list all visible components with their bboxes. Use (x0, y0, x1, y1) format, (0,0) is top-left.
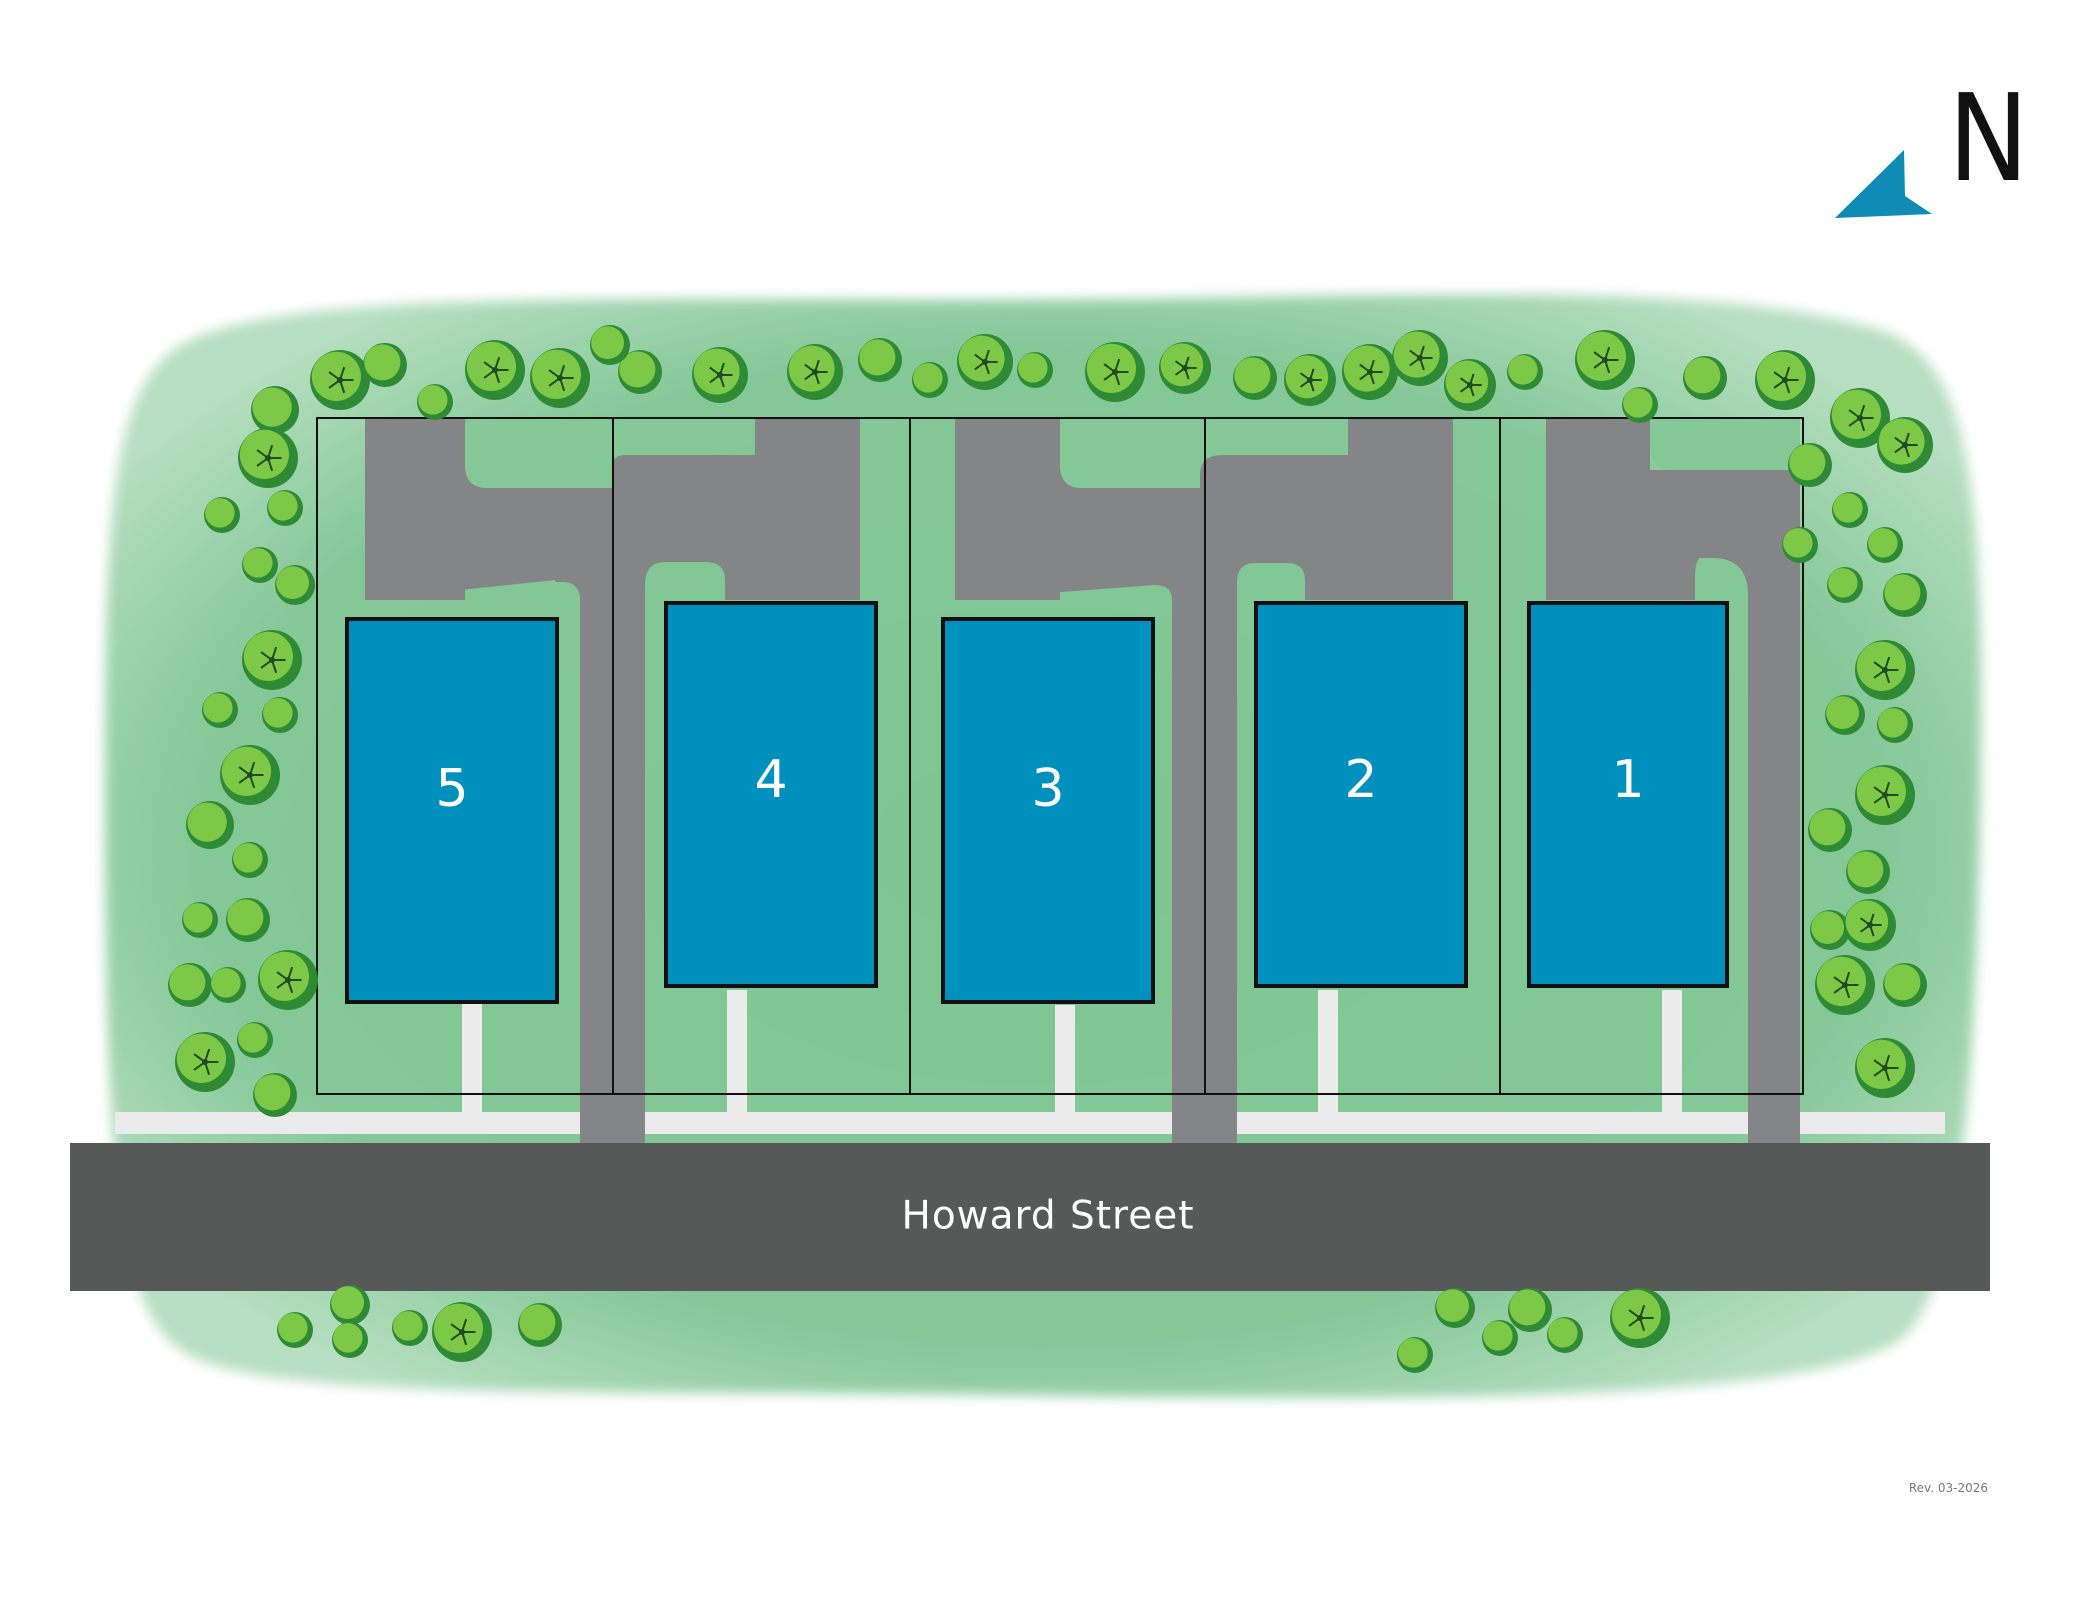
tree-icon (1830, 388, 1890, 448)
buildings (345, 601, 1729, 1004)
tree-icon (204, 497, 240, 533)
tree-icon (912, 362, 948, 398)
tree-icon (210, 967, 246, 1003)
tree-icon (1782, 527, 1818, 563)
tree-icon (1755, 350, 1815, 410)
tree-icon (1810, 910, 1850, 950)
tree-icon (182, 902, 218, 938)
tree-icon (530, 348, 590, 408)
tree-icon (220, 745, 280, 805)
tree-icon (1832, 492, 1868, 528)
tree-icon (1855, 1038, 1915, 1098)
tree-icon (392, 1310, 428, 1346)
tree-icon (1855, 640, 1915, 700)
tree-icon (332, 1322, 368, 1358)
tree-icon (1507, 354, 1543, 390)
tree-icon (465, 340, 525, 400)
tree-icon (518, 1303, 562, 1347)
drive-islands (465, 418, 1800, 488)
revision-note: Rev. 03-2026 (1909, 1481, 1988, 1495)
tree-icon (1397, 1337, 1433, 1373)
tree-icon (1482, 1320, 1518, 1356)
tree-icon (1815, 955, 1875, 1015)
tree-icon (242, 547, 278, 583)
tree-icon (618, 350, 662, 394)
tree-icon (1808, 808, 1852, 852)
tree-icon (232, 842, 268, 878)
tree-icon (251, 386, 299, 434)
tree-icon (1392, 330, 1448, 386)
lot-4-building[interactable] (664, 601, 878, 988)
tree-icon (1877, 707, 1913, 743)
tree-icon (1342, 344, 1398, 400)
tree-icon (590, 325, 630, 365)
tree-icon (692, 347, 748, 403)
tree-icon (310, 350, 370, 410)
tree-icon (1159, 342, 1211, 394)
tree-icon (330, 1285, 370, 1325)
tree-icon (237, 1022, 273, 1058)
tree-icon (1867, 527, 1903, 563)
street-label: Howard Street (902, 1194, 1195, 1239)
tree-icon (238, 428, 298, 488)
north-arrow: N (1835, 70, 2029, 218)
tree-icon (277, 1312, 313, 1348)
tree-icon (262, 697, 298, 733)
lot-4-label: 4 (754, 750, 787, 810)
tree-icon (175, 1032, 235, 1092)
tree-icon (1883, 573, 1927, 617)
tree-icon (1622, 387, 1658, 423)
tree-icon (267, 490, 303, 526)
north-label: N (1948, 70, 2029, 209)
tree-icon (787, 344, 843, 400)
lot-5-building[interactable] (345, 617, 559, 1004)
tree-icon (1788, 443, 1832, 487)
tree-icon (1435, 1288, 1475, 1328)
tree-icon (1017, 352, 1053, 388)
tree-icon (1444, 359, 1496, 411)
tree-icon (1877, 417, 1933, 473)
sidewalk (115, 1112, 1945, 1134)
lot-2-label: 2 (1344, 750, 1377, 810)
lot-2-building[interactable] (1254, 601, 1468, 988)
street (70, 1143, 1990, 1291)
tree-icon (1547, 1317, 1583, 1353)
tree-icon (1846, 850, 1890, 894)
tree-icon (1883, 963, 1927, 1007)
tree-icon (1610, 1288, 1670, 1348)
tree-icon (957, 334, 1013, 390)
tree-icon (1284, 354, 1336, 406)
tree-icon (226, 898, 270, 942)
tree-icon (1827, 567, 1863, 603)
lot-1-label: 1 (1611, 750, 1644, 810)
lot-3-building[interactable] (941, 617, 1155, 1004)
tree-icon (417, 384, 453, 420)
lot-3-label: 3 (1031, 759, 1064, 819)
lot-boundaries (316, 417, 1804, 1095)
tree-icon (1508, 1288, 1552, 1332)
tree-icon (253, 1073, 297, 1117)
tree-icon (1683, 356, 1727, 400)
tree-icon (1855, 765, 1915, 825)
north-arrow-icon (1835, 150, 1932, 218)
tree-icon (186, 801, 234, 849)
tree-icon (432, 1302, 492, 1362)
lot-5-label: 5 (435, 759, 468, 819)
tree-icon (1575, 330, 1635, 390)
tree-icon (275, 565, 315, 605)
tree-icon (858, 338, 902, 382)
trees (168, 325, 1933, 1373)
tree-icon (1825, 695, 1865, 735)
tree-icon (1844, 899, 1896, 951)
tree-icon (1233, 356, 1277, 400)
tree-icon (1085, 342, 1145, 402)
tree-icon (242, 630, 302, 690)
tree-icon (168, 963, 212, 1007)
tree-icon (258, 950, 318, 1010)
lot-1-building[interactable] (1527, 601, 1729, 988)
walkways (462, 990, 1682, 1114)
tree-icon (363, 343, 407, 387)
tree-icon (202, 692, 238, 728)
